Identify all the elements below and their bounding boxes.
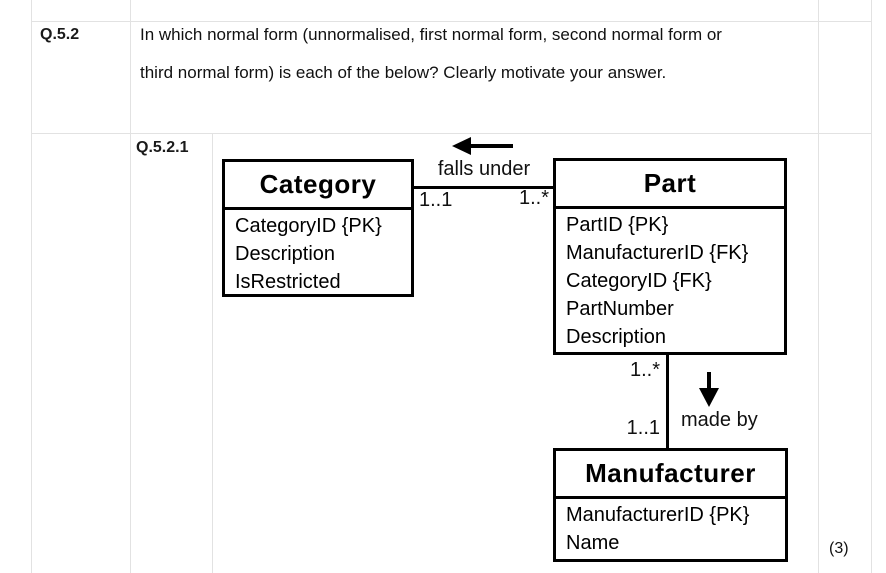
attribute: Name: [566, 532, 620, 554]
relationship-line-made-by: [666, 355, 669, 448]
attribute: Description: [566, 326, 667, 348]
attribute: PartNumber: [566, 298, 674, 320]
entity-manufacturer-title: Manufacturer: [556, 451, 785, 499]
entity-category-attributes: CategoryID {PK} Description IsRestricted: [225, 210, 411, 296]
question-text-line1: In which normal form (unnormalised, firs…: [140, 25, 722, 44]
attribute: CategoryID {FK}: [566, 270, 712, 292]
marks-badge: (3): [829, 540, 849, 557]
relationship-label-made-by: made by: [681, 409, 758, 431]
table-gridline-vertical: [871, 0, 872, 573]
sub-question-number: Q.5.2.1: [136, 139, 189, 156]
attribute: CategoryID {PK}: [235, 215, 382, 237]
table-gridline-horizontal: [31, 21, 872, 22]
attribute: Description: [235, 243, 336, 265]
entity-category: Category CategoryID {PK} Description IsR…: [222, 159, 414, 297]
relationship-line-falls-under: [413, 186, 555, 189]
table-gridline-vertical: [31, 0, 32, 573]
table-gridline-vertical: [818, 0, 819, 573]
attribute: IsRestricted: [235, 271, 341, 293]
table-gridline-horizontal: [31, 133, 872, 134]
entity-part-title: Part: [556, 161, 784, 209]
table-gridline-vertical: [212, 133, 213, 573]
attribute: PartID {PK}: [566, 214, 669, 236]
question-number: Q.5.2: [40, 26, 80, 43]
down-arrow-icon: [699, 372, 719, 407]
entity-part-attributes: PartID {PK} ManufacturerID {FK} Category…: [556, 209, 784, 351]
multiplicity-part-side: 1..*: [518, 187, 549, 209]
relationship-label-falls-under: falls under: [437, 158, 531, 180]
multiplicity-part-side: 1..*: [629, 359, 660, 381]
question-text-line2: third normal form) is each of the below?…: [140, 63, 667, 82]
attribute: ManufacturerID {PK}: [566, 504, 750, 526]
attribute: ManufacturerID {FK}: [566, 242, 749, 264]
table-gridline-vertical: [130, 0, 131, 573]
entity-manufacturer-attributes: ManufacturerID {PK} Name: [556, 499, 785, 557]
left-arrow-icon: [452, 137, 513, 155]
multiplicity-manufacturer-side: 1..1: [626, 417, 660, 439]
entity-category-title: Category: [225, 162, 411, 210]
multiplicity-category-side: 1..1: [419, 189, 453, 211]
entity-manufacturer: Manufacturer ManufacturerID {PK} Name: [553, 448, 788, 562]
entity-part: Part PartID {PK} ManufacturerID {FK} Cat…: [553, 158, 787, 355]
